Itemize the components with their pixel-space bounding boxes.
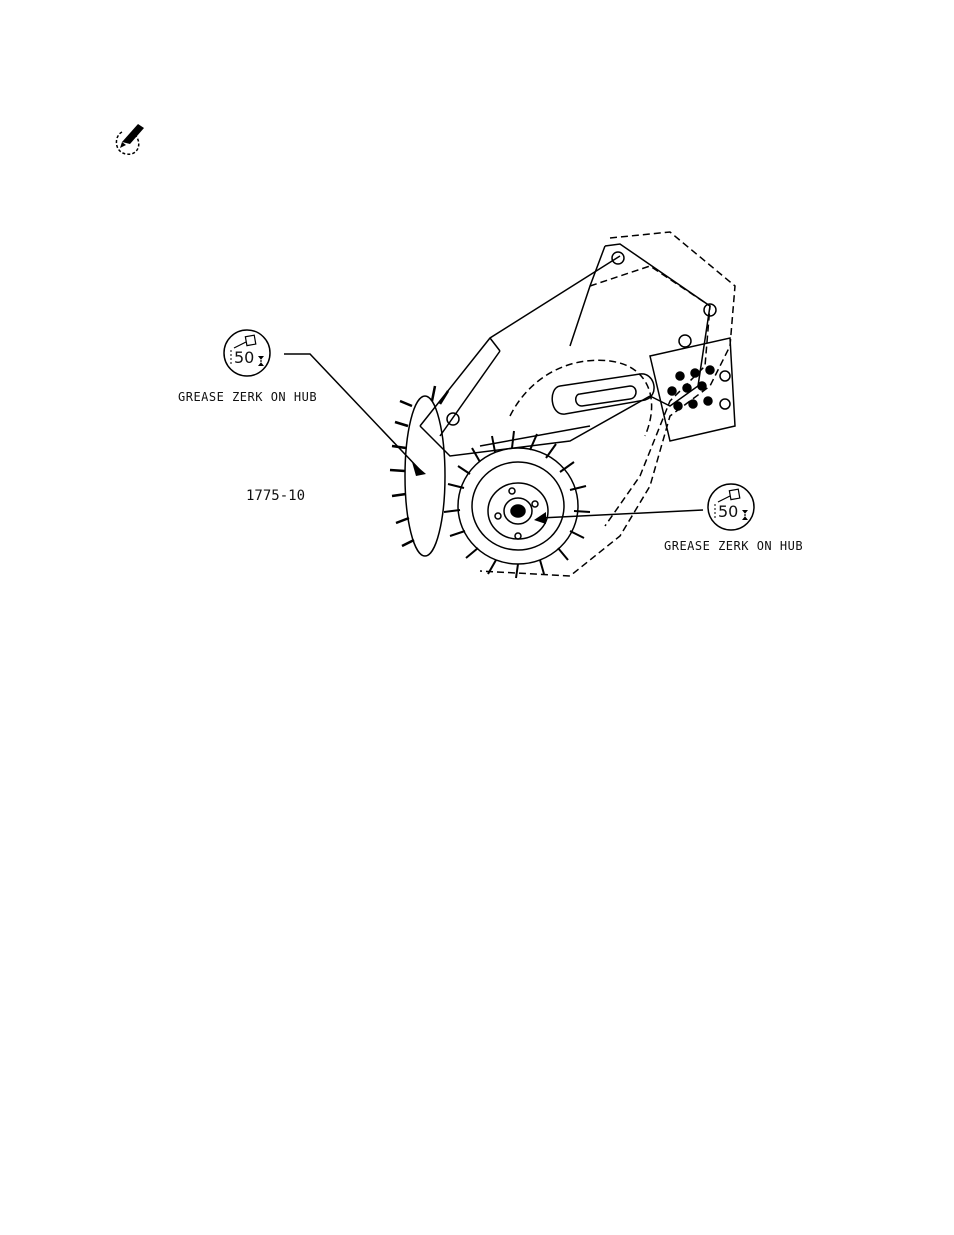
interval-value: 50 [234,348,254,367]
callout-label: GREASE ZERK ON HUB [178,390,317,404]
note-pencil-icon [108,118,148,160]
interval-value: 50 [718,502,738,521]
lube-interval-badge: 50 [222,328,272,378]
drive-wheel-illustration: 50 GREASE ZERK ON HUB 1775-10 50 GREASE … [150,226,816,596]
callout-label: GREASE ZERK ON HUB [664,539,803,553]
lube-interval-badge: 50 [706,482,756,532]
figure-id-label: 1775-10 [246,488,305,504]
